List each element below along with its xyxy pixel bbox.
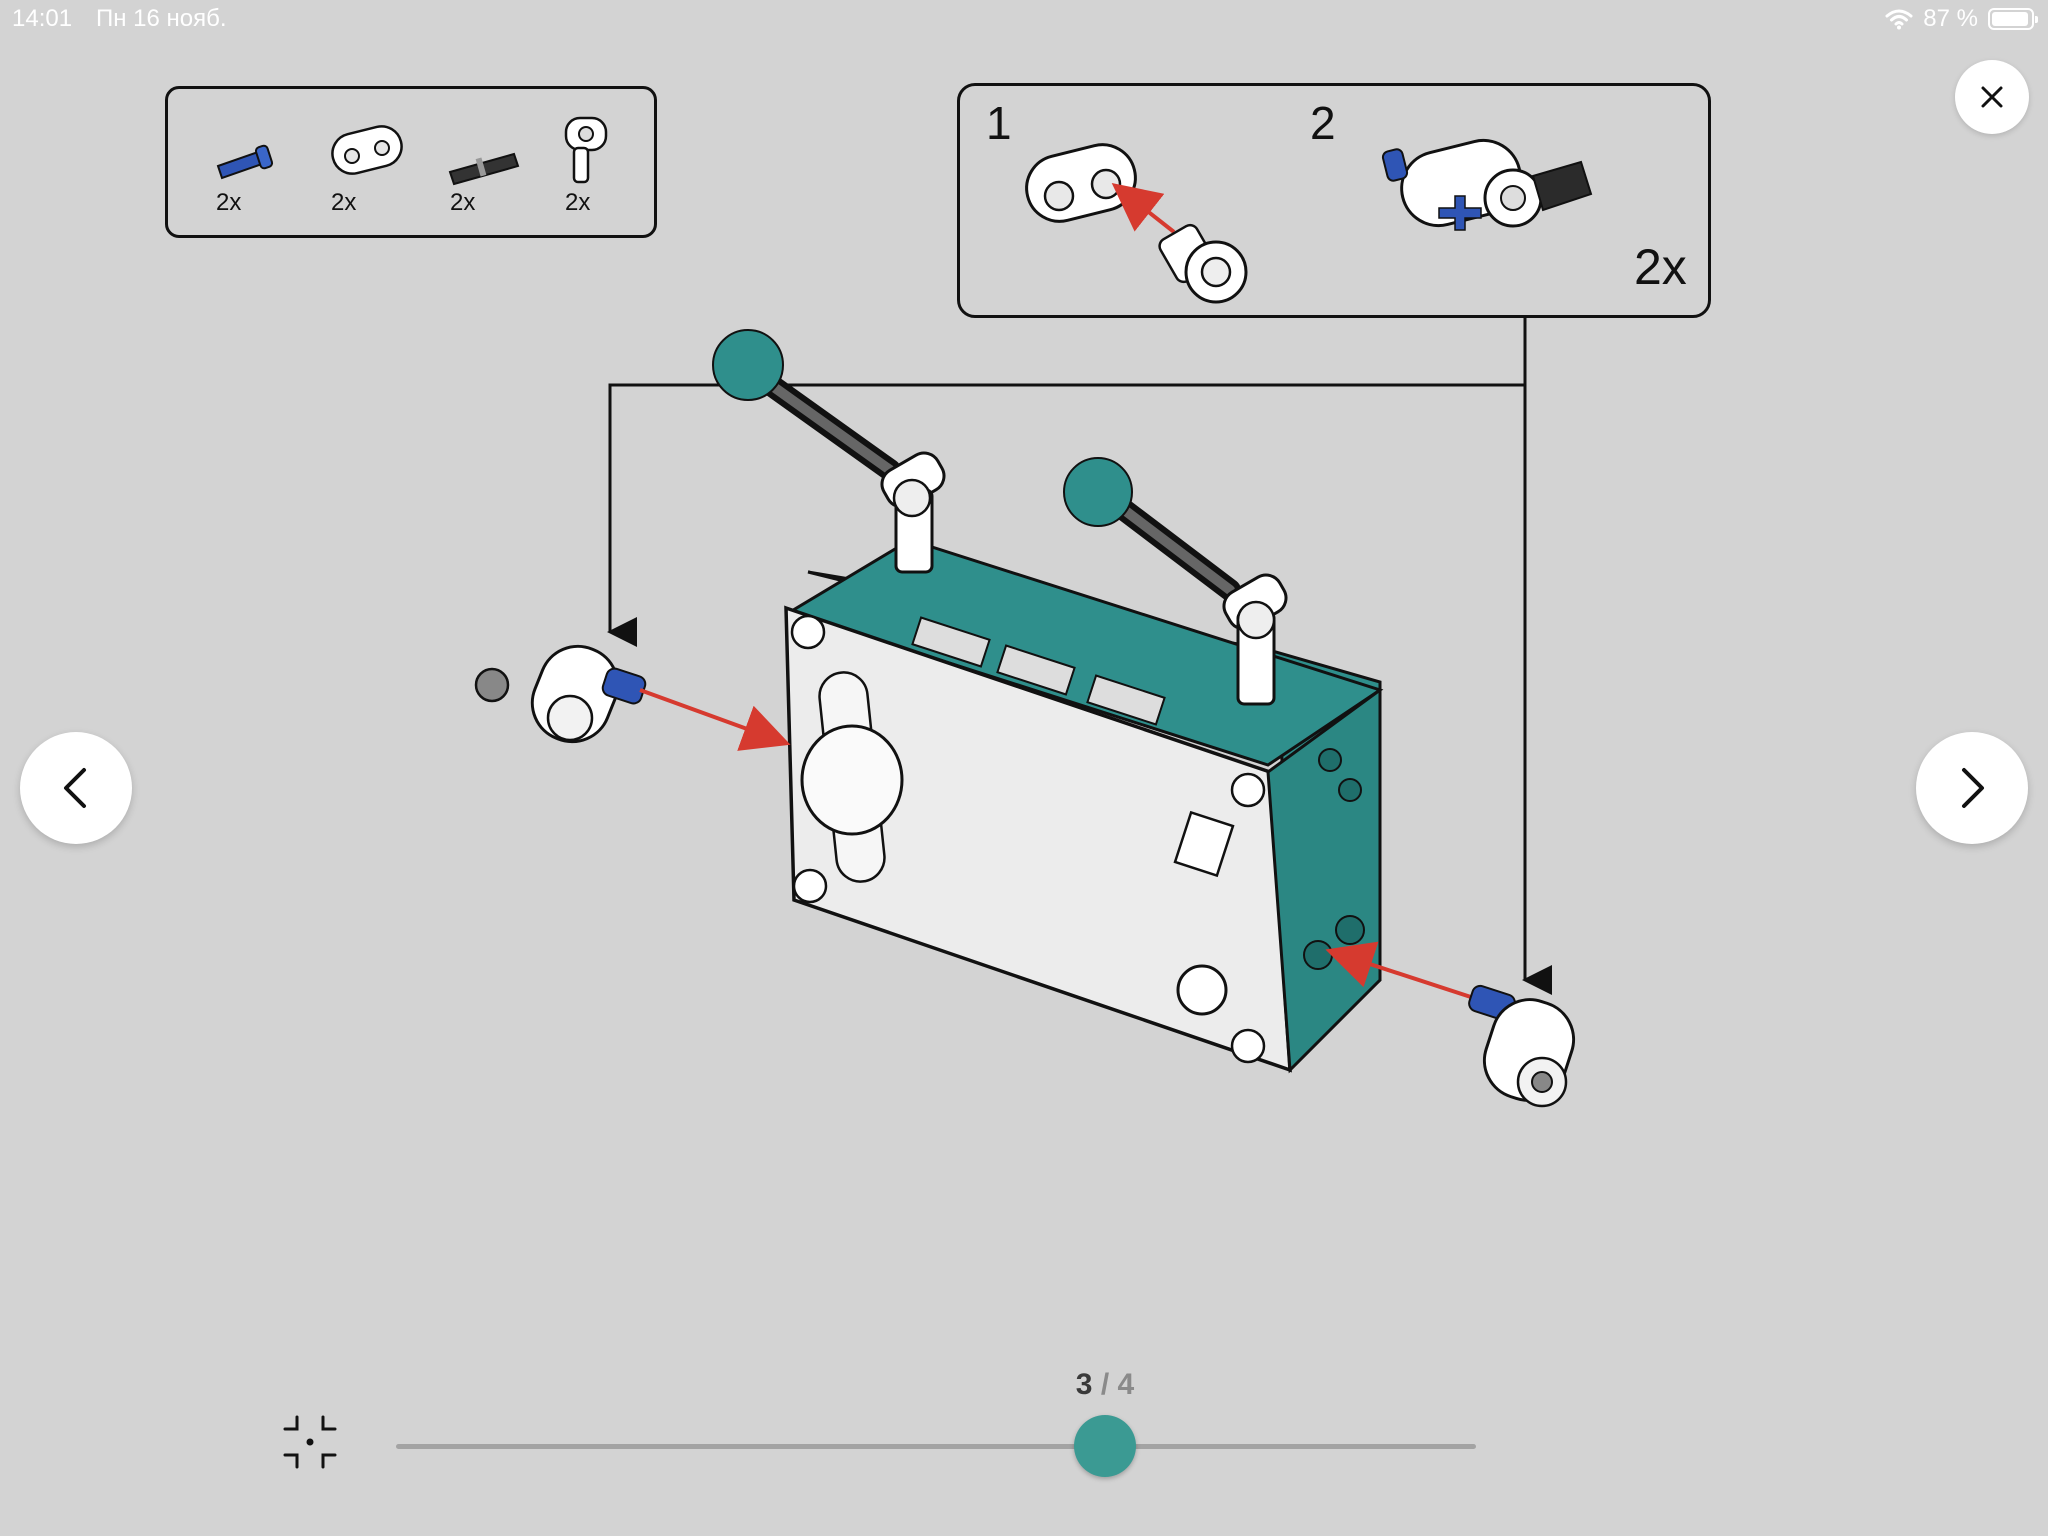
substep-1-image — [1025, 143, 1248, 304]
status-date: Пн 16 нояб. — [96, 5, 227, 32]
part-qty-black-pin: 2x — [450, 189, 476, 216]
callout-arrows — [607, 318, 1552, 995]
next-step-button[interactable] — [1916, 732, 2028, 844]
battery-icon — [1988, 8, 2038, 30]
right-assembly — [1325, 941, 1576, 1108]
part-qty-white-beam: 2x — [331, 189, 357, 216]
close-icon — [1981, 86, 2003, 108]
hub-body — [784, 538, 1384, 1074]
status-bar: 14:01 Пн 16 нояб. 87 % — [0, 0, 2048, 40]
fullscreen-exit-icon — [283, 1415, 337, 1469]
white-beam-part — [331, 125, 403, 175]
status-time: 14:01 — [12, 5, 73, 32]
black-friction-pin-part — [448, 152, 520, 186]
part-qty-angle-connector: 2x — [565, 189, 591, 216]
antenna-stems — [712, 329, 1241, 601]
parts-list-images — [216, 116, 608, 186]
top-connectors — [880, 451, 1288, 706]
step-slider-thumb[interactable] — [1074, 1415, 1136, 1477]
page-total: 4 — [1117, 1368, 1135, 1401]
substep-multiplier: 2x — [1634, 239, 1687, 295]
substeps-callout: 1 2 2x — [957, 83, 1711, 318]
substep-2-image — [1381, 138, 1593, 231]
blue-axle-pin-part — [216, 144, 274, 180]
step-slider-track[interactable] — [396, 1444, 1476, 1449]
parts-list-callout: 2x 2x 2x 2x — [165, 86, 657, 238]
chevron-right-icon — [1962, 768, 1984, 808]
battery-percent: 87 % — [1923, 5, 1978, 32]
page-current: 3 — [1075, 1368, 1093, 1401]
wifi-icon — [1885, 9, 1913, 30]
substep-1-number: 1 — [986, 97, 1012, 149]
previous-step-button[interactable] — [20, 732, 132, 844]
page-counter: 3 / 4 — [1000, 1368, 1210, 1402]
part-qty-blue-pin: 2x — [216, 189, 242, 216]
status-right-group: 87 % — [1885, 5, 2038, 33]
substep-2-number: 2 — [1310, 97, 1336, 149]
fullscreen-exit-button[interactable] — [283, 1415, 337, 1469]
white-angle-connector-part — [564, 116, 608, 184]
page-separator: / — [1100, 1368, 1110, 1401]
chevron-left-icon — [64, 768, 86, 808]
left-assembly — [474, 644, 791, 751]
close-button[interactable] — [1955, 60, 2029, 134]
